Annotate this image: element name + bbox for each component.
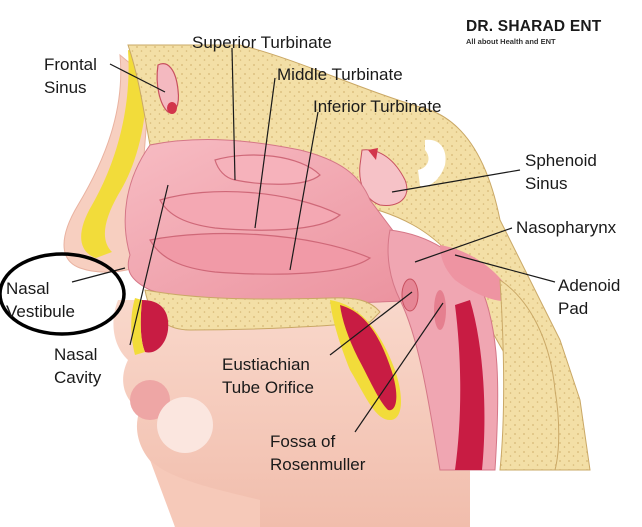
label-nasal-cavity: Nasal Cavity [54, 345, 102, 387]
leader-lines [71, 47, 556, 433]
frontal-sinus-duct [167, 102, 177, 114]
adenoid-pad-tissue [440, 245, 515, 302]
label-superior-turbinate: Superior Turbinate [192, 33, 332, 52]
bone-hook [418, 139, 446, 187]
inferior-turbinate-fold [149, 232, 372, 275]
leader-nasal-cavity [129, 184, 169, 346]
lip-upper [130, 380, 170, 420]
leader-rosenmuller [354, 302, 444, 433]
pharyngeal-muscle-band [455, 300, 485, 470]
brand-title: DR. SHARAD ENT [466, 18, 602, 35]
label-sphenoid-sinus: Sphenoid Sinus [525, 151, 597, 193]
label-fossa-of-rosenmuller: Fossa of Rosenmuller [270, 432, 366, 474]
label-nasopharynx: Nasopharynx [516, 218, 617, 237]
leader-sphenoid-sinus [391, 169, 521, 193]
leader-nasopharynx [414, 227, 513, 263]
label-nasal-vestibule: Nasal Vestibule [6, 279, 75, 321]
sphenoid-red-tip [368, 148, 378, 160]
rosenmuller-fossa [434, 290, 446, 330]
label-middle-turbinate: Middle Turbinate [277, 65, 403, 84]
chin [150, 460, 260, 527]
leader-superior-turbinate [231, 47, 236, 181]
label-frontal-sinus: Frontal Sinus [44, 55, 97, 97]
brand-subtitle: All about Health and ENT [466, 37, 556, 46]
label-inferior-turbinate: Inferior Turbinate [313, 97, 442, 116]
middle-turbinate-fold [159, 190, 342, 231]
lip-muscle [140, 300, 169, 353]
vestibule-highlight-oval [0, 252, 126, 336]
brand-block: DR. SHARAD ENT All about Health and ENT [466, 18, 601, 46]
leader-middle-turbinate [254, 77, 276, 229]
soft-palate-muscle [340, 305, 397, 411]
nasal-fat-band [81, 50, 147, 258]
cervical-bone [499, 279, 560, 471]
label-eustachian-tube-orifice: Eustiachian Tube Orifice [222, 355, 314, 397]
hard-palate [144, 289, 381, 331]
eustachian-orifice [401, 278, 419, 312]
leader-nasal-vestibule [71, 267, 126, 283]
leader-adenoid-pad [454, 254, 556, 283]
superior-turbinate-fold [214, 154, 321, 185]
leader-inferior-turbinate [289, 111, 319, 271]
label-adenoid-pad: Adenoid Pad [558, 276, 621, 318]
lip-fat [131, 298, 145, 355]
leader-eustachian [329, 291, 413, 356]
leader-frontal-sinus [109, 63, 166, 93]
lip-lower [157, 397, 213, 453]
